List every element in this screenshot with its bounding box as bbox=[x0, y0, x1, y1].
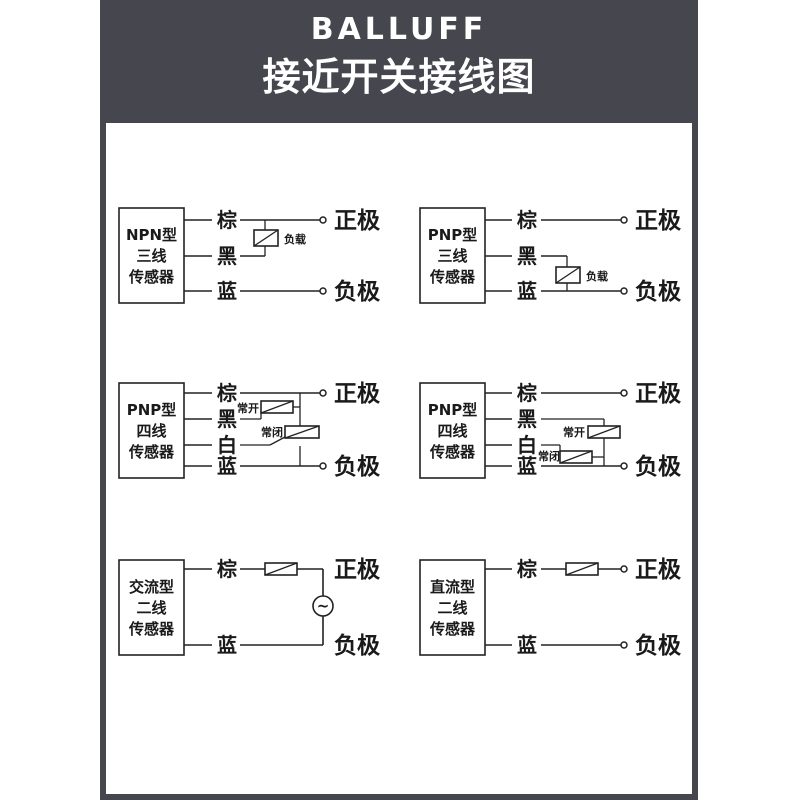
wire-label-blue: 蓝 bbox=[517, 633, 537, 657]
sensor-box bbox=[419, 382, 486, 479]
diagram-dc-2wire: 直流型 二线 传感器 棕 蓝 正极 负极 bbox=[419, 557, 681, 659]
wire-label-brown: 棕 bbox=[517, 557, 537, 581]
terminal-negative-label: 负极 bbox=[334, 279, 380, 305]
terminal-negative-label: 负极 bbox=[334, 633, 380, 659]
wire-label-brown: 棕 bbox=[217, 381, 237, 405]
terminal-dot bbox=[620, 216, 628, 224]
load-label: 负载 bbox=[284, 232, 306, 246]
terminal-positive-label: 正极 bbox=[334, 557, 380, 583]
load-label-nc: 常闭 bbox=[538, 449, 560, 463]
load-symbol-slash bbox=[587, 425, 621, 439]
terminal-negative-label: 负极 bbox=[334, 454, 380, 480]
sensor-label-line: 四线 bbox=[437, 422, 467, 440]
wire-label-white: 白 bbox=[217, 433, 237, 457]
load-symbol-slash bbox=[253, 229, 279, 247]
sensor-label-line: 传感器 bbox=[429, 443, 476, 461]
wire-label-black: 黑 bbox=[217, 244, 237, 268]
diagram-ac-2wire: 交流型 二线 传感器 棕 蓝 ~ 正极 负极 bbox=[118, 557, 380, 659]
sensor-box bbox=[118, 207, 185, 304]
diagram-pnp-4wire-left: PNP型 四线 传感器 棕 黑 白 蓝 常开 常闭 正极 负极 bbox=[118, 381, 380, 480]
sensor-label-line: PNP型 bbox=[127, 401, 177, 419]
wire-label-brown: 棕 bbox=[217, 208, 237, 232]
sensor-label-line: 传感器 bbox=[429, 620, 476, 638]
wire-label-blue: 蓝 bbox=[517, 279, 537, 303]
terminal-dot bbox=[319, 389, 327, 397]
load-label-no: 常开 bbox=[237, 401, 259, 415]
terminal-dot bbox=[620, 641, 628, 649]
sensor-label-line: 传感器 bbox=[128, 443, 175, 461]
diagram-pnp-3wire: PNP型 三线 传感器 棕 黑 蓝 负载 正极 负极 bbox=[419, 207, 681, 305]
terminal-negative-label: 负极 bbox=[635, 279, 681, 305]
sensor-box bbox=[118, 559, 185, 656]
load-symbol-slash bbox=[559, 450, 593, 464]
sensor-box bbox=[118, 382, 185, 479]
terminal-negative-label: 负极 bbox=[635, 633, 681, 659]
sensor-label-line: 交流型 bbox=[129, 578, 174, 596]
wire-label-brown: 棕 bbox=[217, 557, 237, 581]
wire-label-brown: 棕 bbox=[517, 381, 537, 405]
terminal-positive-label: 正极 bbox=[635, 557, 681, 583]
load-symbol-slash bbox=[555, 266, 581, 284]
sensor-label-line: 传感器 bbox=[128, 620, 175, 638]
sensor-label-line: 直流型 bbox=[430, 578, 475, 596]
load-label: 负载 bbox=[586, 269, 608, 283]
load-label-no: 常开 bbox=[563, 425, 585, 439]
wire-label-black: 黑 bbox=[517, 244, 537, 268]
terminal-negative-label: 负极 bbox=[635, 454, 681, 480]
terminal-dot bbox=[620, 462, 628, 470]
page-title: 接近开关接线图 bbox=[262, 55, 536, 99]
wire-label-black: 黑 bbox=[517, 407, 537, 431]
wire-label-blue: 蓝 bbox=[217, 454, 237, 478]
terminal-positive-label: 正极 bbox=[635, 381, 681, 407]
wire-label-blue: 蓝 bbox=[217, 633, 237, 657]
diagram-panel bbox=[106, 123, 692, 794]
terminal-dot bbox=[319, 216, 327, 224]
load-symbol-slash bbox=[260, 400, 294, 414]
sensor-box bbox=[419, 559, 486, 656]
wire-label-black: 黑 bbox=[217, 407, 237, 431]
load-lead bbox=[269, 436, 286, 446]
header: BALLUFF 接近开关接线图 bbox=[100, 0, 698, 122]
sensor-label-line: 四线 bbox=[136, 422, 166, 440]
wire-label-brown: 棕 bbox=[517, 208, 537, 232]
sensor-label-line: 二线 bbox=[136, 599, 166, 617]
wire-label-blue: 蓝 bbox=[217, 279, 237, 303]
terminal-positive-label: 正极 bbox=[635, 208, 681, 234]
brand-logo: BALLUFF bbox=[310, 12, 488, 47]
sensor-label-line: NPN型 bbox=[126, 226, 177, 244]
terminal-dot bbox=[620, 287, 628, 295]
sensor-label-line: 二线 bbox=[437, 599, 467, 617]
sensor-label-line: 三线 bbox=[136, 247, 166, 265]
load-symbol-slash bbox=[565, 562, 599, 576]
diagram-pnp-4wire-right: PNP型 四线 传感器 棕 黑 白 蓝 常开 常闭 正极 负极 bbox=[419, 381, 681, 480]
diagram-npn-3wire: NPN型 三线 传感器 棕 黑 蓝 负载 正极 负极 bbox=[118, 207, 380, 305]
load-symbol-slash bbox=[284, 425, 320, 439]
terminal-positive-label: 正极 bbox=[334, 381, 380, 407]
terminal-positive-label: 正极 bbox=[334, 208, 380, 234]
terminal-dot bbox=[620, 389, 628, 397]
wire-label-white: 白 bbox=[517, 433, 537, 457]
ac-symbol: ~ bbox=[317, 597, 330, 615]
load-label-nc: 常闭 bbox=[261, 425, 283, 439]
sensor-label-line: PNP型 bbox=[428, 401, 478, 419]
terminal-dot bbox=[319, 462, 327, 470]
sensor-label-line: 三线 bbox=[437, 247, 467, 265]
sensor-label-line: 传感器 bbox=[429, 268, 476, 286]
sensor-label-line: 传感器 bbox=[128, 268, 175, 286]
wire-label-blue: 蓝 bbox=[517, 454, 537, 478]
terminal-dot bbox=[620, 565, 628, 573]
sensor-label-line: PNP型 bbox=[428, 226, 478, 244]
terminal-dot bbox=[319, 287, 327, 295]
sensor-box bbox=[419, 207, 486, 304]
load-symbol-slash bbox=[264, 562, 298, 576]
